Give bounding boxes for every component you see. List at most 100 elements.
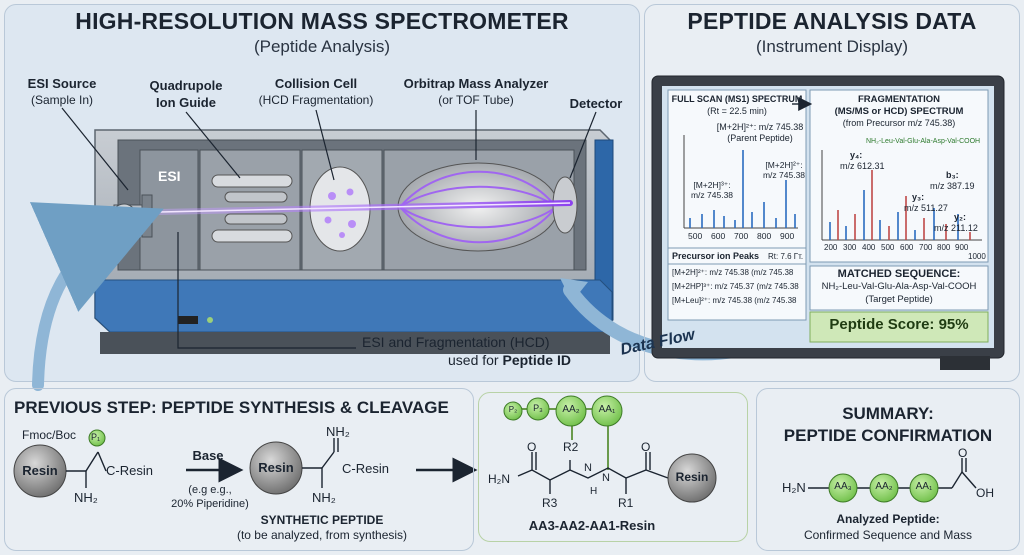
ms1-peak3-label: [M+2H]²⁺: [765, 160, 803, 170]
ms2-y3-label: y₃: [912, 192, 925, 202]
precursor-row-1: [M+2H]²⁺: m/z 745.38 (m/z 745.38 [672, 268, 794, 277]
esi-leader [61, 107, 129, 191]
orbitrap-sublabel: (or TOF Tube) [438, 93, 514, 107]
ms2-sequence: NH₂-Leu-Val-Glu-Ala-Asp-Val-COOH [866, 138, 981, 145]
ms1-title: FULL SCAN (MS1) SPECTRUM [671, 94, 803, 104]
base-note-2: 20% Piperidine) [171, 498, 249, 510]
p1-bead [88, 429, 106, 447]
esi-tag: ESI [158, 168, 181, 184]
synthetic-note: (to be analyzed, from synthesis) [236, 528, 408, 542]
chain-r3: R3 [542, 496, 558, 510]
instrument-caption-1: ESI and Fragmentation (HCD) [362, 334, 550, 350]
summary-aa2-label: AA₂ [875, 481, 893, 492]
ms2-y4-value: m/z 612.31 [840, 161, 885, 171]
precursor-title: Precursor ion Peaks [672, 251, 760, 261]
ms2-y2-value: m/z 211.12 [934, 223, 978, 233]
chain-r2: R2 [563, 440, 579, 454]
ms2-y3-value: m/z 511.27 [904, 203, 948, 213]
ms2-tick-400: 400 [862, 243, 876, 252]
precursor-row-2: [M+2HP]³⁺: m/z 745.37 (m/z 745.38 [672, 282, 799, 291]
ms2-tick-500: 500 [881, 243, 895, 252]
esi-source-label: ESI Source [27, 76, 97, 91]
p1-label: P₁ [91, 432, 101, 442]
ms2-tick-700: 700 [919, 243, 933, 252]
chain-o-2: O [641, 440, 651, 454]
chain-h2n: H₂N [488, 472, 510, 486]
ms2-peaks [829, 170, 971, 240]
instrument-title: HIGH-RESOLUTION MASS SPECTROMETER [75, 8, 569, 34]
chain-bead-aa1 [591, 395, 623, 427]
quadrupole-label-1: Quadrupole [149, 78, 223, 93]
ms2-title-1: FRAGMENTATION [858, 94, 940, 105]
ms2-y4-label: y₄: [850, 150, 863, 160]
ms2-b3-label: b₃: [946, 170, 959, 180]
sample-in-arrow [29, 202, 164, 391]
c-resin-label-1: C-Resin [106, 463, 153, 478]
quad-leader [185, 111, 241, 179]
ms2-from: (from Precursor m/z 745.38) [842, 118, 956, 128]
ms2-tick-600: 600 [900, 243, 914, 252]
summary-bead-aa1 [909, 473, 939, 503]
ms1-peak1-sublabel: (Parent Peptide) [727, 133, 793, 143]
matched-note: (Target Peptide) [865, 294, 933, 305]
ms1-rt: (Rt = 22.5 min) [707, 106, 767, 116]
ms1-tick-700: 700 [734, 231, 749, 241]
ms1-peak1-label: [M+2H]²⁺: m/z 745.38 [716, 122, 804, 132]
collision-cell-sublabel: (HCD Fragmentation) [258, 93, 374, 107]
base-note-1: (e.g e.g., [188, 484, 232, 496]
quadrupole-label-2: Ion Guide [156, 95, 216, 110]
ms1-tick-600: 600 [711, 231, 726, 241]
ms2-tick-300: 300 [843, 243, 857, 252]
previous-step-panel [4, 388, 474, 551]
chain-panel [478, 392, 748, 542]
ms2-tick-200: 200 [824, 243, 838, 252]
collision-cell-label: Collision Cell [274, 76, 358, 91]
instrument-subtitle: (Peptide Analysis) [253, 37, 391, 56]
ms1-tick-900: 900 [780, 231, 795, 241]
base-label: Base [192, 448, 224, 463]
chain-p3-label: P₃ [533, 403, 543, 413]
score-box [809, 311, 989, 343]
resin-label-2: Resin [258, 460, 294, 475]
ms1-peaks [689, 150, 796, 228]
ms2-y2-label: y₂: [954, 212, 967, 222]
summary-panel [756, 388, 1020, 551]
fmoc-label: Fmoc/Boc [22, 428, 77, 442]
ms1-peak3-sublabel: m/z 745.38 [762, 170, 806, 180]
spectrometer-body [94, 129, 614, 354]
instrument-caption-2: used for Peptide ID [448, 352, 571, 368]
esi-source-sublabel: (Sample In) [30, 93, 94, 107]
detector-label: Detector [569, 96, 623, 111]
chain-n-1: N [584, 462, 592, 474]
summary-caption-title: Analyzed Peptide: [836, 512, 940, 526]
previous-title: PREVIOUS STEP: PEPTIDE SYNTHESIS & CLEAV… [14, 398, 449, 417]
cell-leader [315, 109, 335, 181]
peptide-score: Peptide Score: 95% [829, 316, 969, 333]
ms2-tick-1000: 1000 [968, 252, 986, 261]
summary-bead-aa2 [869, 473, 899, 503]
chain-bead-p2 [503, 401, 523, 421]
summary-aa3-label: AA₃ [834, 481, 852, 492]
matched-sequence: NH₂-Leu-Val-Glu-Ala-Asp-Val-COOH [821, 281, 977, 292]
resin-label-1: Resin [22, 463, 58, 478]
ms1-peak2-sublabel: m/z 745.38 [690, 190, 734, 200]
data-title: PEPTIDE ANALYSIS DATA [687, 8, 977, 34]
chain-aa2-label: AA₂ [562, 404, 580, 415]
summary-bead-aa3 [828, 473, 858, 503]
ms1-tick-800: 800 [757, 231, 772, 241]
matched-title: MATCHED SEQUENCE: [837, 268, 961, 280]
ms2-tick-800: 800 [937, 243, 951, 252]
ms2-b3-value: m/z 387.19 [930, 181, 975, 191]
precursor-row-3: [M+Leu]²⁺: m/z 745.38 (m/z 745.38 [672, 296, 797, 305]
summary-oh: OH [976, 486, 994, 500]
chain-resin-label: Resin [675, 470, 709, 484]
synthetic-title: SYNTHETIC PEPTIDE [260, 513, 384, 527]
summary-caption-sub: Confirmed Sequence and Mass [803, 528, 973, 542]
data-subtitle: (Instrument Display) [755, 37, 909, 56]
c-resin-label-2: C-Resin [342, 461, 389, 476]
detector-leader [569, 111, 597, 179]
nh2-label-3: NH₂ [312, 490, 336, 505]
summary-h2n: H₂N [782, 480, 806, 495]
summary-aa1-label: AA₁ [915, 481, 933, 492]
